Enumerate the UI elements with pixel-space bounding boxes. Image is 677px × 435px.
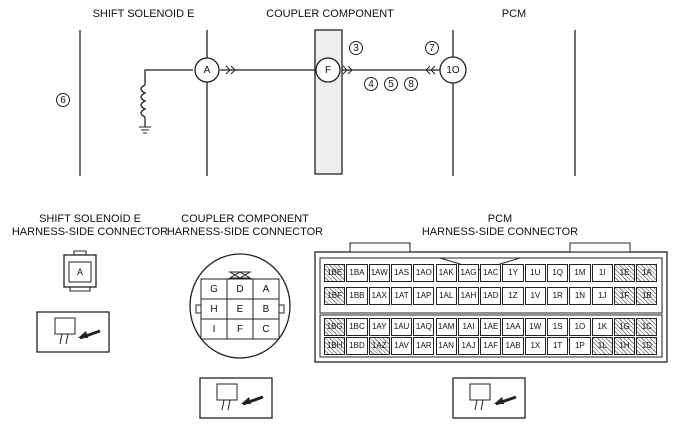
pcm-pin-1bd: 1BD — [346, 337, 368, 355]
pcm-pin-1at: 1AT — [390, 287, 413, 305]
pcm-title: PCM — [501, 8, 527, 20]
pcm-pin-1ao: 1AO — [413, 264, 435, 282]
pcm-pin-1m: 1M — [569, 264, 591, 282]
pcm-pin-1ak: 1AK — [435, 264, 457, 282]
terminal-f: F — [324, 65, 332, 76]
pcm-pin-1ai: 1AI — [457, 318, 480, 336]
pcm-pin-1az: 1AZ — [368, 337, 390, 355]
coupler-pin-a: A — [262, 284, 270, 295]
pcm-pin-1t: 1T — [547, 337, 569, 355]
coupler-pin-d: D — [236, 284, 244, 295]
coupler-title: COUPLER COMPONENT — [266, 8, 394, 20]
pcm-pin-1y: 1Y — [502, 264, 524, 282]
pcm-pin-1av: 1AV — [390, 337, 413, 355]
pcm-pin-1an: 1AN — [435, 337, 457, 355]
pcm-pin-1c: 1C — [636, 318, 658, 336]
probe-icon-pcm — [452, 377, 526, 419]
pcm-connector-caption-1: PCM — [487, 213, 513, 225]
callout-4: 4 — [368, 79, 374, 90]
callout-6: 6 — [60, 95, 66, 106]
callout-3: 3 — [353, 43, 359, 54]
pcm-pin-1p: 1P — [569, 337, 591, 355]
coupler-connector-caption-1: COUPLER COMPONENT — [181, 213, 309, 225]
callout-7: 7 — [429, 43, 435, 54]
pcm-pin-1af: 1AF — [480, 337, 502, 355]
pcm-pin-1ad: 1AD — [480, 287, 502, 305]
probe-icon-solenoid — [36, 311, 110, 353]
terminal-1o: 1O — [446, 65, 460, 76]
pcm-pin-1o: 1O — [569, 318, 591, 336]
pcm-pin-1bb: 1BB — [346, 287, 368, 305]
pcm-pin-1ba: 1BA — [346, 264, 368, 282]
pcm-pin-1ah: 1AH — [457, 287, 480, 305]
pcm-pin-1b: 1B — [636, 287, 658, 305]
pcm-pin-1bg: 1BG — [324, 318, 346, 336]
pcm-pin-1au: 1AU — [390, 318, 413, 336]
pcm-pin-1n: 1N — [569, 287, 591, 305]
pcm-pin-1l: 1L — [591, 337, 613, 355]
pcm-pin-1al: 1AL — [435, 287, 457, 305]
pcm-pin-1w: 1W — [524, 318, 546, 336]
coupler-connector-caption-2: HARNESS-SIDE CONNECTOR — [166, 226, 324, 238]
pcm-pin-1k: 1K — [591, 318, 613, 336]
pcm-pin-1bf: 1BF — [324, 287, 346, 305]
pcm-pin-1d: 1D — [636, 337, 658, 355]
pcm-pin-1i: 1I — [591, 264, 613, 282]
pcm-pin-1ae: 1AE — [480, 318, 502, 336]
pcm-pin-1aw: 1AW — [368, 264, 390, 282]
callout-5: 5 — [388, 79, 394, 90]
coupler-pin-g: G — [210, 284, 218, 295]
callout-8: 8 — [408, 79, 414, 90]
pcm-pin-1s: 1S — [547, 318, 569, 336]
pcm-pin-1ag: 1AG — [457, 264, 480, 282]
pcm-pin-1aq: 1AQ — [413, 318, 435, 336]
pcm-pin-1bh: 1BH — [324, 337, 346, 355]
pcm-pin-1ay: 1AY — [368, 318, 390, 336]
coupler-pin-f: F — [236, 324, 244, 335]
solenoid-connector-caption-1: SHIFT SOLENOID E — [39, 213, 141, 225]
pcm-pin-1f: 1F — [613, 287, 636, 305]
pcm-pin-1u: 1U — [524, 264, 546, 282]
probe-icon-coupler — [199, 377, 273, 419]
pcm-pin-1ar: 1AR — [413, 337, 435, 355]
shift-solenoid-title: SHIFT SOLENOID E — [92, 8, 195, 20]
pcm-pin-1ax: 1AX — [368, 287, 390, 305]
pcm-pin-1as: 1AS — [390, 264, 413, 282]
coupler-pin-c: C — [262, 324, 270, 335]
pcm-pin-1bc: 1BC — [346, 318, 368, 336]
pcm-pin-1be: 1BE — [324, 264, 346, 282]
pcm-pin-1ab: 1AB — [502, 337, 524, 355]
pcm-pin-1aj: 1AJ — [457, 337, 480, 355]
pcm-pin-1r: 1R — [547, 287, 569, 305]
pcm-pin-1g: 1G — [613, 318, 636, 336]
pcm-pin-1v: 1V — [524, 287, 546, 305]
pcm-pin-1x: 1X — [524, 337, 546, 355]
coupler-pin-e: E — [236, 304, 244, 315]
pcm-pin-1z: 1Z — [502, 287, 524, 305]
coupler-pin-h: H — [210, 304, 218, 315]
pcm-pin-1aa: 1AA — [502, 318, 524, 336]
solenoid-connector-caption-2: HARNESS-SIDE CONNECTOR — [11, 226, 169, 238]
pcm-pin-1j: 1J — [591, 287, 613, 305]
pcm-pin-1ac: 1AC — [480, 264, 502, 282]
terminal-a: A — [203, 65, 211, 76]
pcm-pin-1am: 1AM — [435, 318, 457, 336]
pcm-connector-caption-2: HARNESS-SIDE CONNECTOR — [421, 226, 579, 238]
solenoid-pin-a: A — [76, 267, 83, 277]
coupler-pin-i: I — [212, 324, 216, 335]
pcm-pin-1q: 1Q — [547, 264, 569, 282]
pcm-pin-1h: 1H — [613, 337, 636, 355]
pcm-pin-1e: 1E — [613, 264, 636, 282]
coupler-pin-b: B — [262, 304, 270, 315]
pcm-pin-1a: 1A — [636, 264, 658, 282]
pcm-pin-1ap: 1AP — [413, 287, 435, 305]
